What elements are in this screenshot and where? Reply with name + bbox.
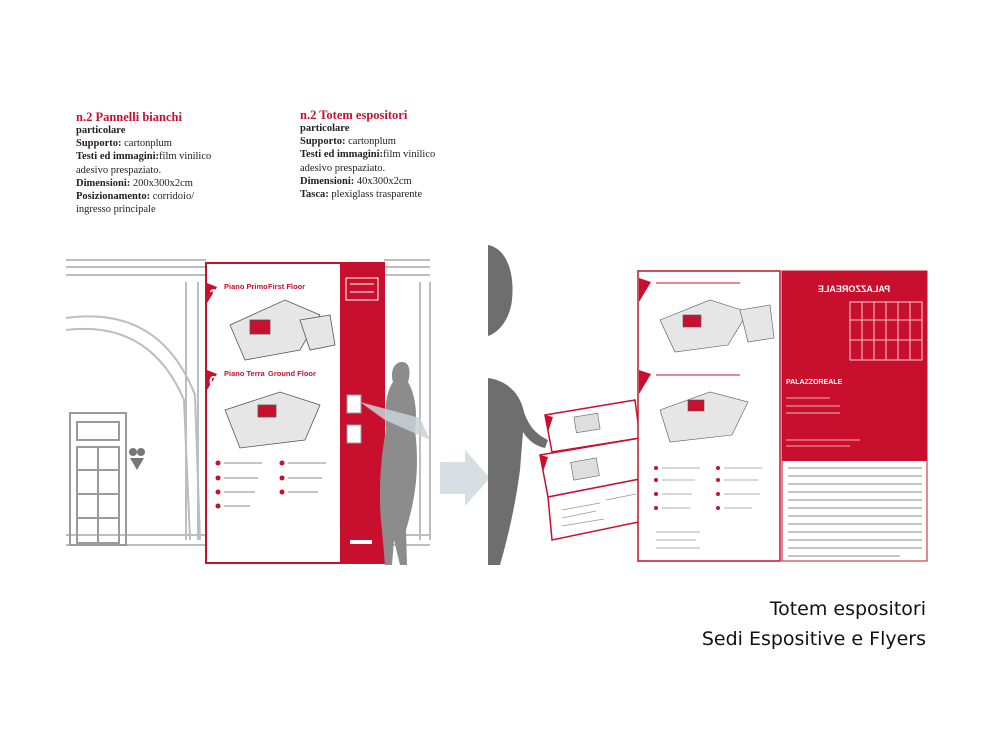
floor1-marker-icon xyxy=(207,283,217,303)
floor0-number: 0 xyxy=(209,374,218,391)
flyer-back-logo: PALAZZOREALE xyxy=(786,379,843,386)
door-drawing xyxy=(69,412,127,546)
spec-panels-position-value: corridoio/ ingresso principale xyxy=(76,191,195,216)
spec-totem-pocket-value: plexiglass trasparente xyxy=(328,189,423,201)
floor0-map-drawing xyxy=(224,391,321,449)
panel-legend-lines xyxy=(224,462,326,507)
spec-totem-pocket-label: Tasca: xyxy=(300,189,329,201)
map-panel: 1 Piano Primo First Floor 0 Piano Terra … xyxy=(205,262,385,564)
flyer-front-map1 xyxy=(659,299,775,353)
floor1-number: 1 xyxy=(209,287,218,304)
caption-line2: Sedi Espositive e Flyers xyxy=(701,628,926,650)
palace-facade-icon xyxy=(345,277,379,301)
spec-panels-support-label: Supporto: xyxy=(76,138,122,150)
spec-totem-title: n.2 Totem espositori xyxy=(300,108,408,122)
spec-panels-dimensions-label: Dimensioni: xyxy=(76,177,131,189)
spec-totem-text: n.2 Totem espositori particolare Support… xyxy=(300,108,450,201)
floor1-map-drawing xyxy=(229,299,336,361)
flyer-front xyxy=(637,270,781,562)
spec-panels-text: n.2 Pannelli bianchi particolare Support… xyxy=(76,110,226,216)
spec-totem-support-value: cartonplum xyxy=(345,136,396,148)
floor0-marker-icon xyxy=(207,370,217,390)
spec-panels-dimensions-value: 200x300x2cm xyxy=(130,177,193,189)
spec-panels-position-label: Posizionamento: xyxy=(76,191,151,203)
flyer-front-legend xyxy=(654,466,720,510)
floor0-label-it: Piano Terra xyxy=(224,369,266,378)
flyer-back: PALAZZOREALE PALAZZOREALE xyxy=(781,270,928,562)
floor0-label-en: Ground Floor xyxy=(268,369,316,378)
arrow-icon xyxy=(440,450,490,506)
man-silhouette xyxy=(488,245,548,565)
floor1-label-it: Piano Primo xyxy=(224,282,268,291)
spec-panels-title: n.2 Pannelli bianchi xyxy=(76,110,182,124)
flyer-in-hand xyxy=(360,402,430,440)
spec-panels-texts-label: Testi ed immagini: xyxy=(76,151,160,163)
flyer-back-body-text xyxy=(788,467,922,557)
spec-totem-dimensions-value: 40x300x2cm xyxy=(354,175,412,187)
spec-totem-support-label: Supporto: xyxy=(300,136,346,148)
spec-panels-texts-value: film vinilico adesivo prespaziato. xyxy=(76,151,212,176)
flyer-pocket-bottom xyxy=(346,424,362,444)
flyer-pocket-top xyxy=(346,394,362,414)
spec-panels-support-value: cartonplum xyxy=(121,138,172,150)
floor1-label-en: First Floor xyxy=(268,282,305,291)
open-flyer xyxy=(539,399,649,541)
panel-legend xyxy=(215,460,285,509)
flyer-front-map0 xyxy=(659,391,749,443)
caption-line1: Totem espositori xyxy=(769,598,926,620)
spec-totem-texts-label: Testi ed immagini: xyxy=(300,149,384,161)
panel-logo xyxy=(350,540,372,544)
spec-panels-subtitle: particolare xyxy=(76,125,126,136)
flyer-back-facade-icon xyxy=(849,301,923,361)
palace-wall-drawing xyxy=(65,259,431,546)
wall-lamp-icon xyxy=(129,448,145,470)
spec-totem-dimensions-label: Dimensioni: xyxy=(300,175,355,187)
flyer-back-logo-mirrored: PALAZZOREALE xyxy=(818,284,890,294)
spec-totem-subtitle: particolare xyxy=(300,123,350,134)
spec-totem-texts-value: film vinilico adesivo prespaziato. xyxy=(300,149,436,174)
woman-silhouette xyxy=(360,362,430,565)
